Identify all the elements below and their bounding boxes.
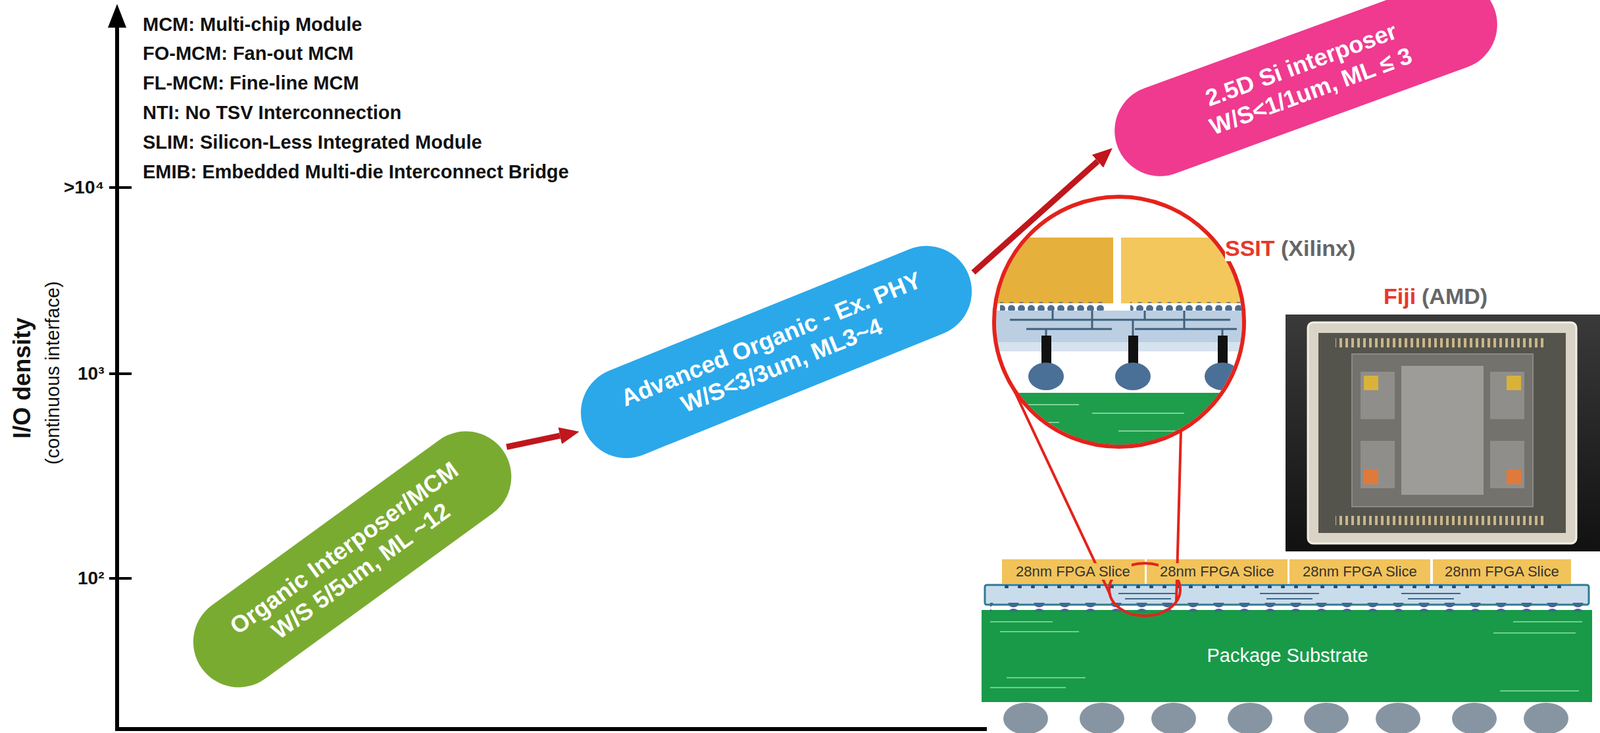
- y-axis-arrowhead: [107, 3, 127, 28]
- solder-ball: [1227, 702, 1273, 733]
- hbm-marking: [1363, 469, 1379, 485]
- pill-text: W/S<1/1um, ML ≤ 3: [1148, 20, 1474, 162]
- c4-bump: [1115, 362, 1151, 391]
- tsv: [1128, 335, 1139, 364]
- solder-ball: [1523, 702, 1569, 733]
- text-label: EMIB: Embedded Multi-die Interconnect Br…: [142, 161, 570, 183]
- pill-text: Organic Interposer/MCM: [211, 446, 477, 650]
- solder-ball: [1003, 702, 1049, 733]
- hbm-stack: [1490, 371, 1525, 420]
- tsv: [1041, 335, 1052, 364]
- text-label: >10⁴: [63, 176, 104, 199]
- capacitor-row: [1335, 338, 1547, 348]
- text-label: SSIT: [1225, 235, 1275, 262]
- axis-tick: [109, 186, 132, 189]
- package-frame: [1307, 322, 1577, 544]
- package-inner: [1318, 332, 1566, 533]
- pill-node: Advanced Organic - Ex. PHYW/S<3/3um, ML3…: [567, 232, 986, 472]
- lens-ring: [994, 196, 1245, 447]
- text-label: 28nm FPGA Slice: [1158, 563, 1276, 580]
- pill-node: Organic Interposer/MCMW/S 5/5um, ML ~12: [175, 413, 529, 706]
- microbump-row: [1000, 301, 1106, 312]
- hbm-stack: [1490, 440, 1525, 489]
- hbm-marking: [1506, 469, 1522, 485]
- text-label: (continuous interface): [41, 280, 64, 465]
- arrow-connector: [973, 161, 1098, 273]
- text-label: MCM: Multi-chip Module: [142, 13, 362, 36]
- hbm-stack: [1360, 440, 1395, 489]
- microbump-row: [1003, 582, 1570, 589]
- hbm-stack: [1360, 371, 1395, 420]
- text-label: 10²: [77, 567, 104, 589]
- solder-ball: [1151, 702, 1197, 733]
- pill-text: Advanced Organic - Ex. PHY: [603, 260, 939, 418]
- text-label: I/O density: [8, 317, 36, 439]
- interposer: [990, 310, 1254, 352]
- capacitor-row: [1335, 515, 1547, 525]
- solder-ball: [1451, 702, 1497, 733]
- pill-node: 2.5D Si interposerW/S<1/1um, ML ≤ 3: [1101, 0, 1510, 189]
- solder-ball: [1303, 702, 1349, 733]
- interposer: [1351, 353, 1533, 507]
- text-label: 28nm FPGA Slice: [1443, 563, 1561, 580]
- y-axis: [115, 25, 120, 731]
- photo-ground: [1285, 314, 1600, 552]
- pill-text: W/S<3/3um, ML3~4: [614, 286, 949, 445]
- tsv: [1217, 335, 1228, 364]
- substrate-traces: [990, 621, 1583, 691]
- pill-text: W/S 5/5um, ML ~12: [228, 469, 493, 672]
- fpga-slice: [1289, 559, 1431, 584]
- c4-bump-row: [990, 602, 1586, 612]
- hbm-marking: [1506, 375, 1522, 391]
- text-label: (AMD): [1421, 283, 1488, 310]
- interposer-band: [990, 342, 1254, 352]
- arrow-connector: [506, 435, 560, 447]
- text-label: NTI: No TSV Interconnection: [142, 101, 402, 124]
- solder-ball: [1375, 702, 1421, 733]
- lens-content: [990, 194, 1254, 459]
- zoom-line: [1013, 388, 1181, 602]
- axis-tick: [109, 576, 132, 580]
- die: [990, 237, 1114, 304]
- gpu-die: [1401, 365, 1484, 495]
- text-label: Package Substrate: [1204, 644, 1372, 667]
- x-axis: [115, 726, 987, 731]
- axis-tick: [109, 372, 132, 375]
- interposer-wiring: [1118, 593, 1461, 599]
- package-substrate: [981, 609, 1593, 702]
- solder-ball: [1079, 702, 1125, 733]
- c4-bump: [1028, 362, 1064, 391]
- fpga-slice: [1146, 559, 1288, 584]
- text-label: FO-MCM: Fan-out MCM: [142, 42, 354, 65]
- text-label: 28nm FPGA Slice: [1014, 563, 1132, 580]
- text-label: FL-MCM: Fine-line MCM: [142, 72, 360, 95]
- text-label: SLIM: Silicon-Less Integrated Module: [142, 131, 483, 154]
- microbump-row: [1130, 301, 1249, 312]
- text-label: 10³: [77, 363, 104, 385]
- fpga-slice: [1001, 559, 1145, 584]
- text-label: (Xilinx): [1280, 235, 1356, 262]
- text-label: Fiji: [1383, 283, 1416, 310]
- hbm-marking: [1363, 375, 1379, 391]
- text-label: 28nm FPGA Slice: [1301, 563, 1419, 580]
- fpga-slice: [1432, 559, 1572, 584]
